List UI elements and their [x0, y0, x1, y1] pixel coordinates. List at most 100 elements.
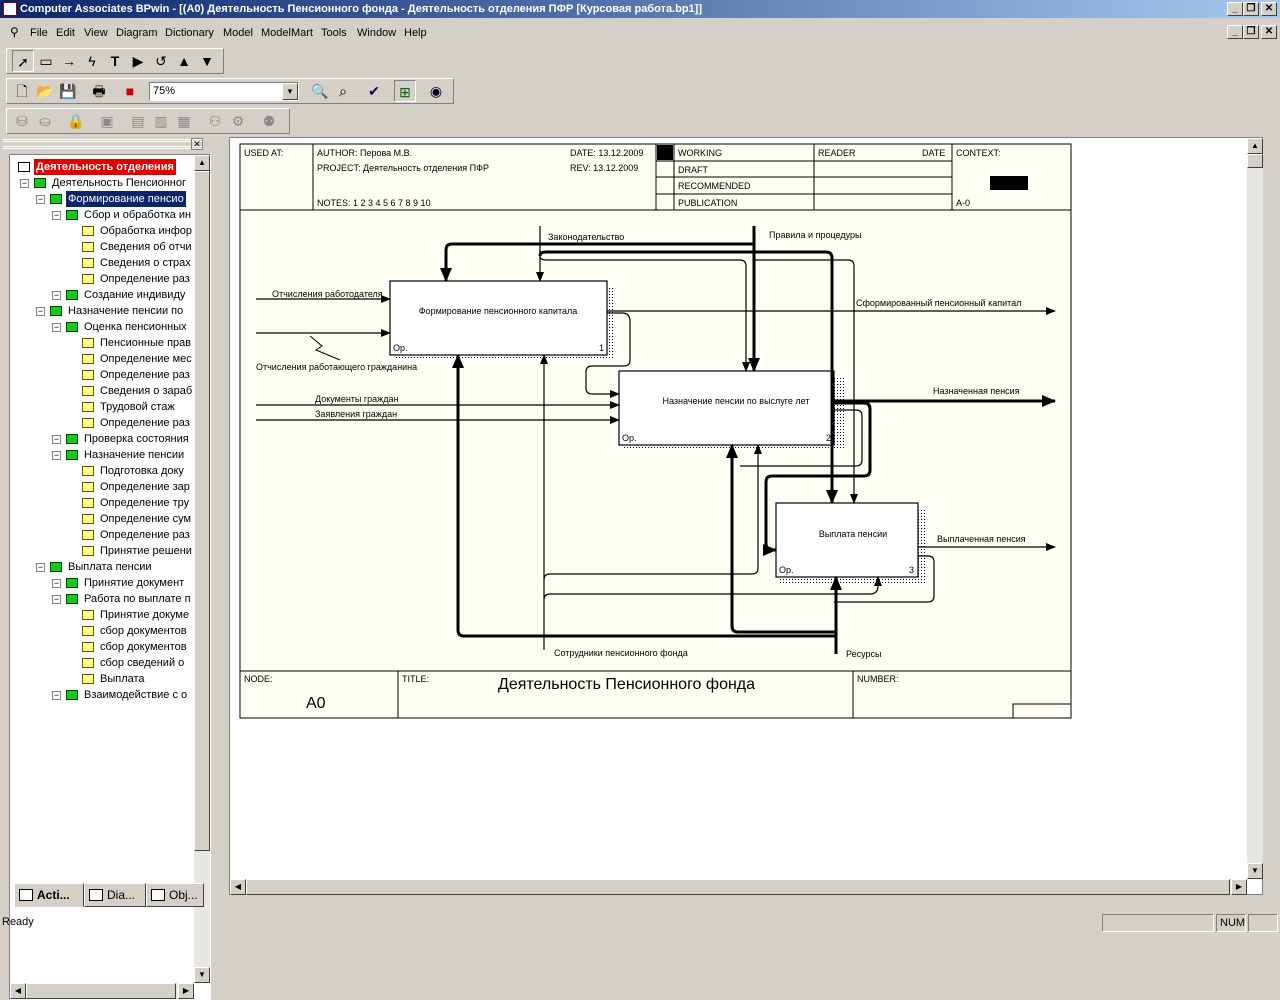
text-tool-icon[interactable]: T [110, 53, 120, 69]
box-tool-icon[interactable]: ▭ [39, 53, 53, 69]
mm-users-icon[interactable]: ⚇ [208, 113, 222, 129]
expand-icon[interactable]: − [52, 210, 61, 220]
open-folder-icon[interactable]: 📂 [36, 83, 54, 99]
lock-icon[interactable]: 🔒 [67, 113, 85, 129]
restore-button[interactable]: ❐ [1243, 2, 1259, 16]
mm-disconnect-icon[interactable]: ⛀ [39, 113, 51, 129]
save-icon[interactable]: 💾 [59, 83, 77, 99]
mm-settings-icon[interactable]: ⚙ [231, 113, 245, 129]
scroll-up-icon[interactable]: ▲ [194, 155, 210, 171]
globe-icon[interactable]: ◉ [429, 83, 443, 99]
zoom-fit-icon[interactable]: ⌕ [339, 83, 347, 99]
arrow-resources-to-box1[interactable] [452, 354, 836, 638]
menu-window[interactable]: Window [357, 27, 397, 39]
box2-number: 2 [826, 433, 831, 443]
new-file-icon[interactable]: 🗋 [16, 83, 28, 99]
tree-item-label: Определение раз [100, 369, 190, 381]
hscroll-thumb[interactable] [26, 983, 176, 999]
mm-docs-icon[interactable]: ▥ [154, 113, 168, 129]
down-level-icon[interactable]: ▼ [200, 53, 214, 69]
zoom-select[interactable]: 75% ▼ [149, 82, 299, 101]
notes-label: NOTES: 1 2 3 4 5 6 7 8 9 10 [317, 198, 431, 208]
arrow-rules-to-box3[interactable] [754, 259, 858, 504]
menu-edit[interactable]: Edit [56, 27, 75, 39]
expand-icon[interactable]: − [52, 322, 61, 332]
arrow-law-to-box2[interactable] [539, 250, 750, 372]
expand-icon[interactable]: − [36, 306, 45, 316]
undo-icon[interactable]: ↺ [155, 53, 167, 69]
menu-tools[interactable]: Tools [321, 27, 347, 39]
canvas-scroll-down-icon[interactable]: ▼ [1247, 863, 1263, 879]
go-down-icon[interactable]: ▶ [132, 53, 144, 69]
expand-icon[interactable]: − [52, 290, 61, 300]
canvas-hscroll-thumb[interactable] [246, 879, 1230, 895]
canvas-vscroll-thumb[interactable] [1247, 154, 1263, 168]
mdi-restore-button[interactable]: ❐ [1243, 25, 1259, 39]
tree-content: Деятельность отделения−Деятельность Пенс… [10, 155, 200, 855]
canvas-horizontal-scrollbar[interactable]: ◀ ▶ [230, 879, 1247, 895]
arrow-box3-feedback[interactable] [834, 555, 935, 603]
expand-icon[interactable]: − [20, 178, 29, 188]
canvas-vertical-scrollbar[interactable]: ▲ ▼ [1247, 138, 1263, 879]
menu-diagram[interactable]: Diagram [116, 27, 158, 39]
menu-help[interactable]: Help [404, 27, 427, 39]
expand-icon[interactable]: − [52, 578, 61, 588]
expand-icon[interactable]: − [52, 434, 61, 444]
spell-check-icon[interactable]: ✔ [368, 83, 380, 99]
tab-objects[interactable]: Obj... [146, 883, 204, 907]
activity-box-3[interactable] [775, 502, 919, 578]
arrow-box2-to-box3[interactable] [762, 401, 872, 556]
pointer-tool-icon[interactable]: ➚ [12, 50, 34, 72]
up-level-icon[interactable]: ▲ [177, 53, 191, 69]
arrow-staff-to-box3[interactable] [543, 576, 882, 601]
expand-icon[interactable]: − [52, 450, 61, 460]
panel-grip[interactable] [3, 139, 203, 149]
scroll-down-icon[interactable]: ▼ [194, 967, 210, 983]
model-explorer-icon[interactable]: ⊞ [394, 80, 416, 102]
menu-modelmart[interactable]: ModelMart [261, 27, 313, 39]
arrow-tool-icon[interactable]: → [62, 53, 76, 69]
squiggle-tool-icon[interactable]: ϟ [88, 53, 96, 69]
print-icon[interactable]: 🖶 [92, 83, 106, 99]
chevron-down-icon[interactable]: ▼ [282, 83, 298, 100]
document-icon[interactable]: ⚲ [10, 25, 19, 39]
tab-diagrams[interactable]: Dia... [84, 883, 146, 907]
menu-file[interactable]: File [30, 27, 48, 39]
tree-horizontal-scrollbar[interactable]: ◀ ▶ [10, 983, 194, 999]
expand-icon[interactable]: − [36, 562, 45, 572]
scroll-thumb[interactable] [194, 171, 210, 851]
scroll-left-icon[interactable]: ◀ [10, 983, 26, 999]
scroll-right-icon[interactable]: ▶ [178, 983, 194, 999]
arrow-resources-to-box2[interactable] [726, 444, 836, 634]
color-icon[interactable]: ■ [125, 83, 135, 99]
arrow-rules-to-box1[interactable] [440, 242, 754, 282]
panel-close-icon[interactable]: ✕ [191, 138, 203, 150]
canvas-scroll-up-icon[interactable]: ▲ [1247, 138, 1263, 154]
mdi-close-button[interactable]: ✕ [1261, 25, 1277, 39]
tree-item-label: Выплата пенсии [68, 561, 152, 573]
mm-people-icon[interactable]: ⚉ [262, 113, 276, 129]
mm-connect-icon[interactable]: ⛁ [16, 113, 28, 129]
canvas-scroll-right-icon[interactable]: ▶ [1231, 879, 1247, 895]
mm-doc-icon[interactable]: ▤ [131, 113, 145, 129]
expand-icon[interactable]: − [52, 594, 61, 604]
menu-view[interactable]: View [84, 27, 108, 39]
arrow-box2-feedback[interactable] [740, 409, 863, 467]
menu-model[interactable]: Model [223, 27, 253, 39]
canvas-scroll-left-icon[interactable]: ◀ [230, 879, 246, 895]
activity-box-1[interactable] [389, 280, 608, 356]
activity-box-2[interactable] [618, 370, 835, 446]
zoom-icon[interactable]: 🔍 [311, 83, 329, 99]
tab-activities[interactable]: Acti... [14, 883, 84, 907]
expand-icon[interactable]: − [52, 690, 61, 700]
arrow-law-to-box3[interactable] [538, 250, 838, 504]
arrow-staff-to-box2[interactable] [543, 444, 762, 581]
menu-dictionary[interactable]: Dictionary [165, 27, 214, 39]
mdi-minimize-button[interactable]: _ [1227, 25, 1243, 39]
expand-icon[interactable]: − [36, 194, 45, 204]
mm-grid-icon[interactable]: ▦ [177, 113, 191, 129]
minimize-button[interactable]: _ [1227, 2, 1243, 16]
mm-cube-icon[interactable]: ▣ [100, 113, 114, 129]
arrow-box1-to-box2[interactable] [585, 312, 631, 398]
close-button[interactable]: ✕ [1261, 2, 1277, 16]
